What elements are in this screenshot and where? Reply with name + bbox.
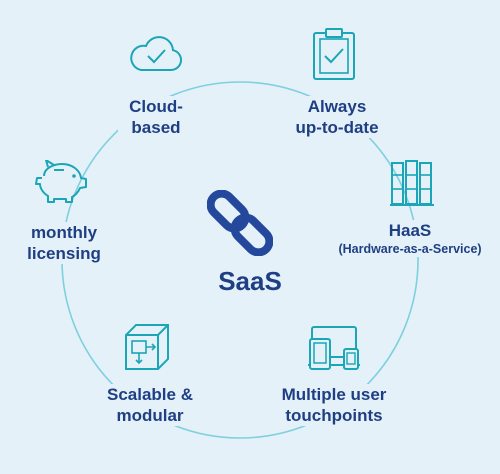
label-always-up-to-date: Always up-to-date (282, 96, 392, 138)
label-line: licensing (27, 244, 101, 263)
saas-chain-logo-icon (207, 190, 273, 256)
label-line: monthly (30, 223, 98, 242)
piggy-bank-icon (35, 160, 87, 203)
label-line: HaaS (388, 221, 432, 240)
label-subtitle: (Hardware-as-a-Service) (338, 242, 482, 256)
label-multiple-user-touchpoints: Multiple user touchpoints (266, 384, 402, 426)
label-line: touchpoints (285, 406, 383, 425)
label-line: based (131, 118, 181, 137)
label-line: modular (116, 406, 184, 425)
label-line: up-to-date (295, 118, 379, 137)
multiple-devices-icon (308, 326, 360, 370)
label-monthly-licensing: monthly licensing (20, 222, 108, 264)
label-cloud-based: Cloud- based (118, 96, 194, 138)
cloud-check-icon (130, 36, 182, 71)
label-scalable-modular: Scalable & modular (98, 384, 202, 426)
label-haas: HaaS (Hardware-as-a-Service) (322, 220, 498, 257)
label-line: Multiple user (281, 385, 387, 404)
label-line: Cloud- (129, 97, 183, 116)
server-rack-icon (390, 160, 434, 206)
label-line: Scalable & (107, 385, 193, 404)
clipboard-check-icon (313, 28, 355, 80)
label-line: Always (307, 97, 367, 116)
modular-cube-icon (125, 324, 169, 370)
center-title: SaaS (218, 266, 282, 296)
